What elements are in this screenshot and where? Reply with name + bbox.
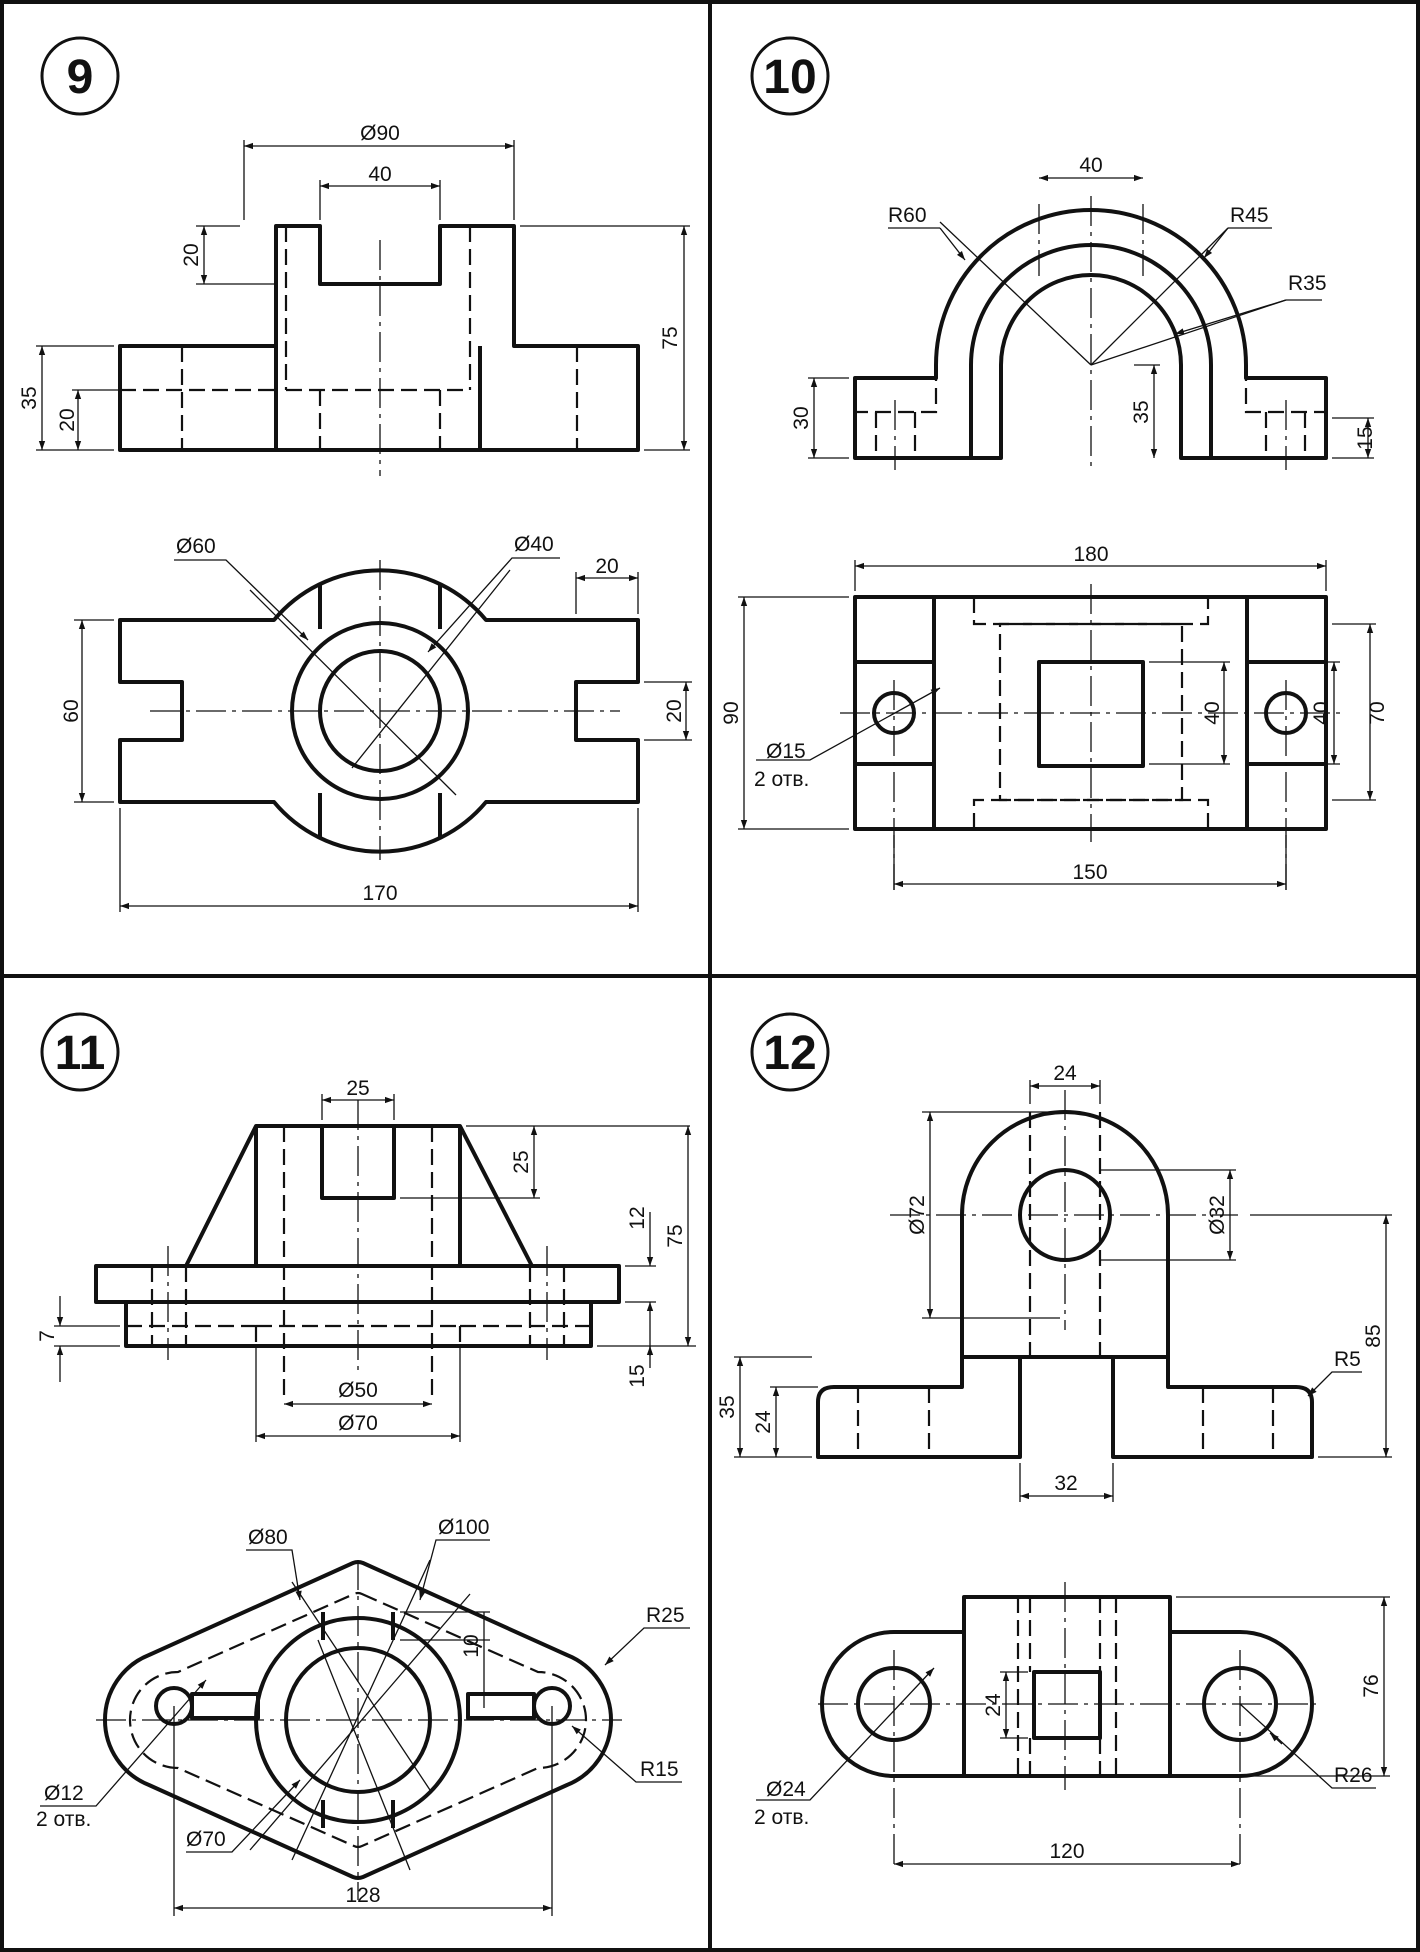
dim-label: 25 xyxy=(510,1150,533,1173)
dim-label: 40 xyxy=(368,163,391,186)
dim-label: Ø80 xyxy=(248,1526,288,1549)
dim-label: R25 xyxy=(646,1604,685,1627)
dim-label: Ø70 xyxy=(186,1828,226,1851)
dim-label: 20 xyxy=(56,408,79,431)
dim-label: R15 xyxy=(640,1758,679,1781)
dim-label: 90 xyxy=(720,701,743,724)
panel-number: 12 xyxy=(763,1027,816,1080)
dim-label: R35 xyxy=(1288,272,1327,295)
dim-label: 25 xyxy=(346,1077,369,1100)
dim-label: Ø100 xyxy=(438,1516,489,1539)
front-view-dimensions: Ø90 40 20 75 35 20 xyxy=(18,122,690,451)
dim-label: 24 xyxy=(752,1410,775,1434)
dim-label: Ø15 xyxy=(766,740,806,763)
dim-label: Ø50 xyxy=(338,1379,378,1402)
dim-label: 32 xyxy=(1054,1472,1077,1495)
dim-label: 60 xyxy=(60,699,83,722)
dim-label: Ø24 xyxy=(766,1778,806,1801)
dim-label: 120 xyxy=(1049,1840,1084,1863)
front-view xyxy=(816,1090,1314,1459)
dim-label: R45 xyxy=(1230,204,1269,227)
dim-label: 35 xyxy=(716,1395,739,1418)
panel-number-circle xyxy=(750,36,830,116)
dim-label: 70 xyxy=(1366,701,1389,724)
dim-label: 35 xyxy=(1130,400,1153,423)
dim-label: 24 xyxy=(982,1693,1005,1717)
dim-label: R26 xyxy=(1334,1764,1373,1787)
dim-label: 75 xyxy=(659,326,682,349)
dim-label: 24 xyxy=(1053,1062,1077,1085)
dim-label: 20 xyxy=(595,555,618,578)
panel-9: 9 Ø90 40 xyxy=(18,36,692,912)
dim-label: 2 отв. xyxy=(36,1808,91,1831)
dim-label: 75 xyxy=(664,1224,687,1247)
top-view xyxy=(118,560,640,860)
dim-label: 15 xyxy=(626,1364,649,1387)
front-view xyxy=(853,196,1328,470)
dim-label: Ø72 xyxy=(906,1195,929,1235)
dim-label: 7 xyxy=(36,1330,59,1342)
dim-label: 76 xyxy=(1360,1674,1383,1697)
dim-label: Ø12 xyxy=(44,1782,84,1805)
dim-label: 2 отв. xyxy=(754,768,809,791)
dim-label: 85 xyxy=(1362,1324,1385,1347)
dim-label: Ø90 xyxy=(360,122,400,145)
dim-label: 180 xyxy=(1073,543,1108,566)
front-view xyxy=(118,224,640,476)
top-view-dimensions: 180 90 40 40 70 Ø15 2 отв. 150 xyxy=(720,543,1389,890)
dim-label: Ø40 xyxy=(514,533,554,556)
top-view xyxy=(96,1559,622,1916)
dim-label: 128 xyxy=(345,1884,380,1907)
panel-12: 12 24 Ø72 Ø32 xyxy=(716,1012,1392,1870)
panel-number: 11 xyxy=(55,1027,106,1080)
dim-label: 15 xyxy=(1354,426,1377,449)
dim-label: 20 xyxy=(180,243,203,266)
dim-label: Ø70 xyxy=(338,1412,378,1435)
top-view-dimensions: Ø80 Ø100 10 R25 Ø12 2 отв. R15 Ø70 128 xyxy=(36,1516,690,1912)
dim-label: 40 xyxy=(1201,701,1224,724)
dim-label: 12 xyxy=(626,1206,649,1229)
top-view xyxy=(818,1582,1316,1870)
dim-label: 30 xyxy=(790,406,813,429)
panel-number: 9 xyxy=(67,51,94,104)
panel-11: 11 25 xyxy=(36,1012,696,1916)
panel-number-circle xyxy=(40,1012,120,1092)
top-view xyxy=(840,584,1340,890)
panel-number-circle xyxy=(750,1012,830,1092)
front-view xyxy=(94,1100,621,1398)
dim-label: R60 xyxy=(888,204,927,227)
top-view-dimensions: 24 76 Ø24 2 отв. R26 120 xyxy=(754,1596,1390,1868)
front-view-dimensions: 24 Ø72 Ø32 85 35 24 R5 32 xyxy=(716,1062,1392,1502)
dim-label: R5 xyxy=(1334,1348,1361,1371)
dim-label: Ø32 xyxy=(1206,1195,1229,1235)
panel-number-circle xyxy=(40,36,120,116)
dim-label: 150 xyxy=(1072,861,1107,884)
front-view-dimensions: 40 R60 R45 R35 30 35 15 xyxy=(790,154,1377,459)
panel-number: 10 xyxy=(763,51,816,104)
front-view-dimensions: 25 25 12 75 7 15 Ø50 Ø70 xyxy=(36,1077,696,1442)
dim-label: 2 отв. xyxy=(754,1806,809,1829)
dim-label: 20 xyxy=(663,699,686,722)
dim-label: 40 xyxy=(1079,154,1102,177)
dim-label: 40 xyxy=(1310,701,1333,724)
dim-label: Ø60 xyxy=(176,535,216,558)
dim-label: 170 xyxy=(362,882,397,905)
dim-label: 35 xyxy=(18,386,41,409)
top-view-dimensions: Ø60 Ø40 20 60 20 170 xyxy=(60,533,692,912)
dim-label: 10 xyxy=(460,1634,483,1657)
panel-10: 10 40 R60 xyxy=(720,36,1389,890)
